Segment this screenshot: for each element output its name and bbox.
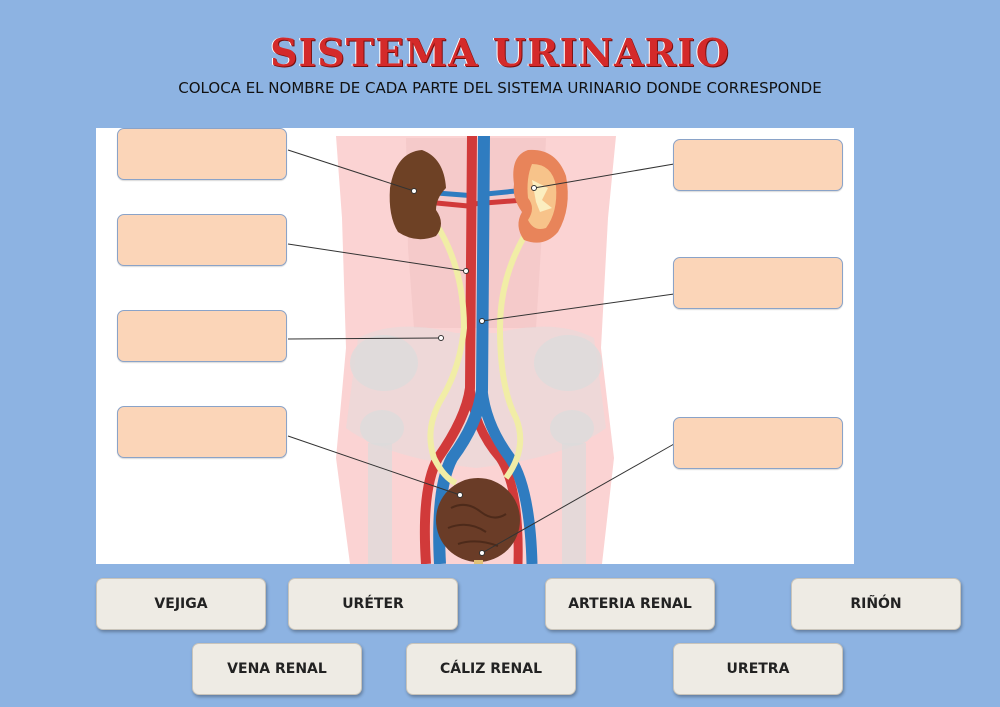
anatomy-illustration [96, 128, 854, 564]
pointer-line-right-2 [481, 293, 675, 322]
word-card-rinon[interactable]: RIÑÓN [791, 578, 961, 630]
femur-head-left [360, 410, 404, 446]
ureter-left [427, 222, 468, 486]
drop-target-left-1[interactable] [117, 128, 287, 180]
femur-right [562, 443, 586, 564]
pointer-line-left-2 [287, 243, 467, 272]
word-card-uretra[interactable]: URETRA [673, 643, 843, 695]
pointer-line-left-3 [287, 337, 442, 340]
pointer-line-right-1 [533, 163, 675, 189]
instruction-text: COLOCA EL NOMBRE DE CADA PARTE DEL SISTE… [178, 79, 822, 97]
word-card-caliz-renal[interactable]: CÁLIZ RENAL [406, 643, 576, 695]
ureter-right [496, 216, 539, 480]
word-card-arteria-renal[interactable]: ARTERIA RENAL [545, 578, 715, 630]
drop-target-right-1[interactable] [673, 139, 843, 191]
pointer-line-left-1 [287, 149, 415, 192]
aorta [419, 135, 477, 564]
word-card-vena-renal[interactable]: VENA RENAL [192, 643, 362, 695]
pointer-dots [411, 185, 537, 556]
urinary-system-diagram [287, 135, 675, 564]
pointer-dot-left-1 [411, 188, 417, 194]
page-title: SISTEMA URINARIO [270, 30, 730, 75]
drop-target-right-3[interactable] [673, 417, 843, 469]
bladder [436, 478, 520, 562]
hip-bone-right [534, 335, 602, 391]
kidney-left [389, 150, 446, 240]
pointer-dot-left-2 [463, 268, 469, 274]
drop-target-left-2[interactable] [117, 214, 287, 266]
drop-target-right-2[interactable] [673, 257, 843, 309]
femur-head-right [550, 410, 594, 446]
word-card-vejiga[interactable]: VEJIGA [96, 578, 266, 630]
drop-target-left-3[interactable] [117, 310, 287, 362]
pointer-dot-right-1 [531, 185, 537, 191]
urethra [474, 560, 483, 564]
word-card-ureter[interactable]: URÉTER [288, 578, 458, 630]
pointer-line-left-4 [287, 435, 461, 496]
pointer-dot-right-2 [479, 318, 485, 324]
femur-left [368, 443, 392, 564]
pointer-dot-right-3 [479, 550, 485, 556]
pointer-dot-left-4 [457, 492, 463, 498]
pointer-dot-left-3 [438, 335, 444, 341]
drop-target-left-4[interactable] [117, 406, 287, 458]
pointer-line-right-3 [481, 443, 675, 554]
pointer-lines [287, 149, 675, 554]
bladder-texture [447, 503, 507, 547]
hip-bone-left [350, 335, 418, 391]
